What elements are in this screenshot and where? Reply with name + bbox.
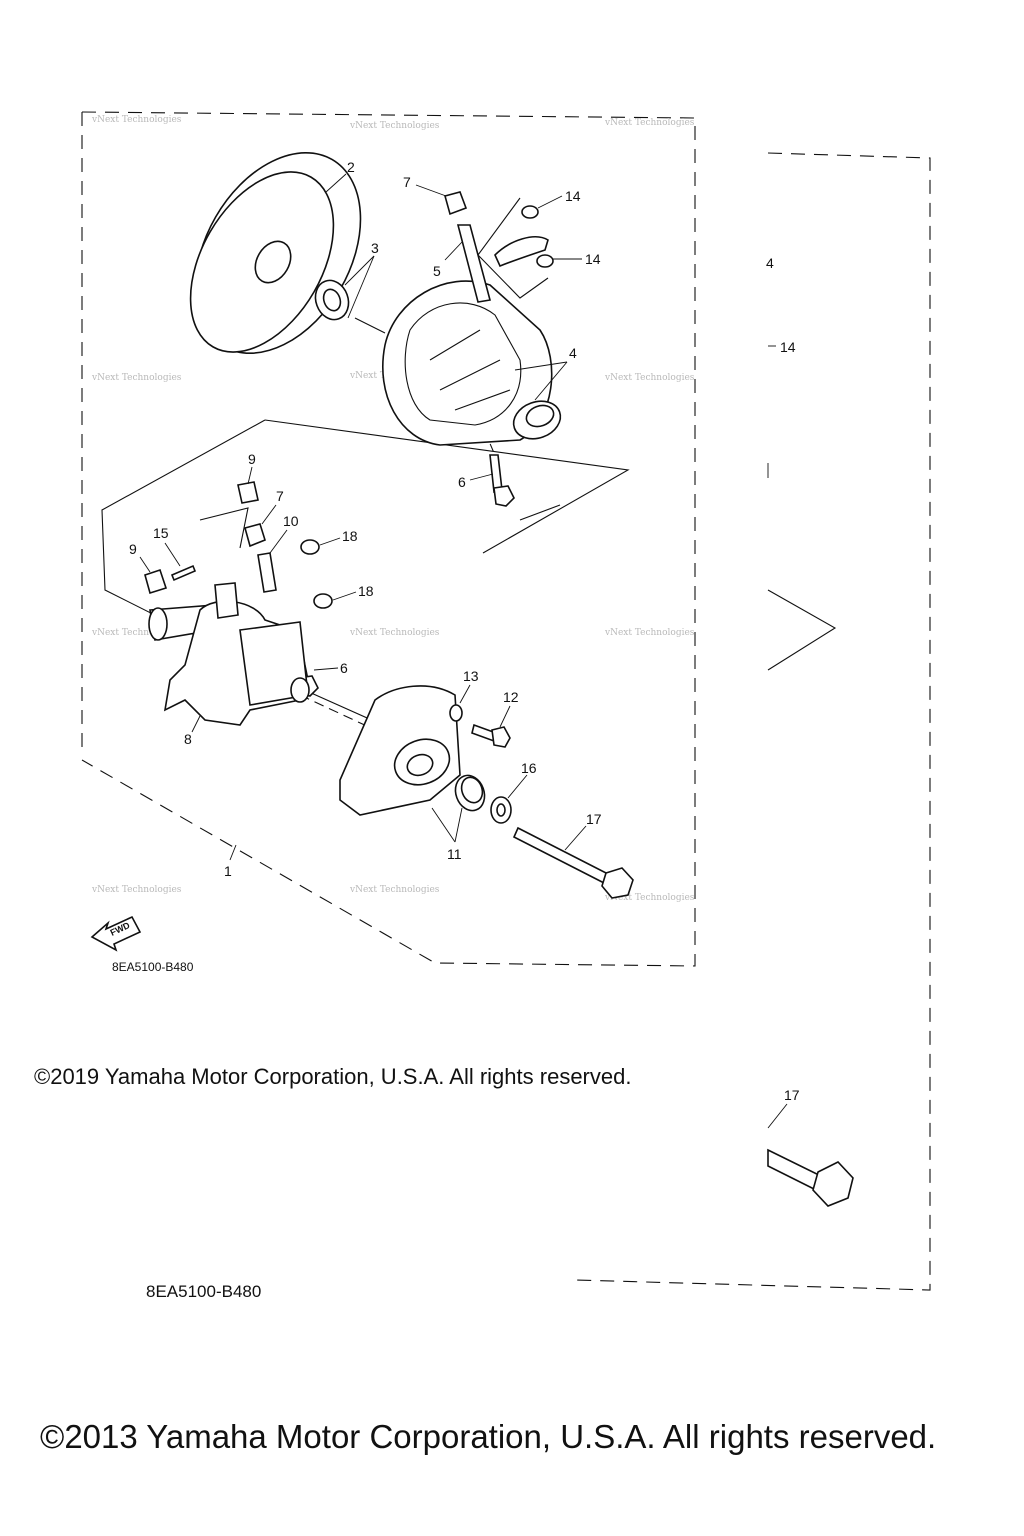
part-10-pin [257,552,277,593]
part-17-bolt [512,826,634,899]
callout-3: 3 [371,240,379,256]
watermark: vNext Technologies [604,893,695,903]
part-14-washers [494,205,554,268]
callout-8: 8 [184,731,192,747]
part-3-bushing [314,279,350,321]
callout-17: 17 [586,811,602,827]
watermark: vNext Technologies [91,885,182,895]
part-16-washer [490,796,512,824]
watermarks: vNext Technologies vNext Technologies vN… [91,115,695,903]
outer-callout-14: 14 [780,339,796,355]
part-15-pin [170,564,197,582]
callout-7-top: 7 [403,174,411,190]
callout-7-mid: 7 [276,488,284,504]
part-18-washers [300,539,333,609]
inner-frame [81,111,696,967]
part-12-bolt [471,723,511,748]
callouts: 1 2 3 4 5 6 6 7 7 8 9 9 10 11 12 13 [129,159,602,879]
watermark: vNext Technologies [604,118,695,128]
outer-diagram-code: 8EA5100-B480 [146,1282,261,1301]
outer-callout-4: 4 [766,255,774,271]
callout-9-top: 9 [248,451,256,467]
callout-11: 11 [447,846,462,862]
part-11-cover [339,685,486,816]
callout-15: 15 [153,525,169,541]
callout-9-left: 9 [129,541,137,557]
watermark: vNext Technologies [91,115,182,125]
watermark: vNext Technologies [349,628,440,638]
watermark: vNext Technologies [91,373,182,383]
fwd-arrow-icon: FWD [90,915,142,952]
part-8-spider [148,582,310,726]
callout-14-mid: 14 [585,251,601,267]
part-7-cap-mid [244,523,266,548]
inner-diagram-code: 8EA5100-B480 [112,960,194,974]
part-7-cap-top [444,191,468,216]
callout-6-top: 6 [458,474,466,490]
callout-12: 12 [503,689,519,705]
part-5-pin [456,224,491,303]
watermark: vNext Technologies [349,121,440,131]
callout-18-top: 18 [342,528,358,544]
callout-10: 10 [283,513,299,529]
watermark: vNext Technologies [349,885,440,895]
part-13-washer [449,704,463,722]
copyright-2013: ©2013 Yamaha Motor Corporation, U.S.A. A… [40,1418,937,1455]
callout-13: 13 [463,668,479,684]
part-9-slider-top [237,481,259,504]
watermark: vNext Technologies [604,373,695,383]
copyright-2019: ©2019 Yamaha Motor Corporation, U.S.A. A… [34,1064,632,1089]
callout-1: 1 [224,863,232,879]
outer-callout-17: 17 [784,1087,800,1103]
callout-4: 4 [569,345,577,361]
part-9-slider-left [144,568,168,595]
watermark: vNext Technologies [91,628,182,638]
callout-5: 5 [433,263,441,279]
callout-16: 16 [521,760,537,776]
callout-6-mid: 6 [340,660,348,676]
watermark: vNext Technologies [604,628,695,638]
part-4-housing [382,280,562,446]
callout-2: 2 [347,159,355,175]
callout-14-top: 14 [565,188,581,204]
part-2-sheave [189,151,362,355]
outer-frame: 4 14 17 8EA5100-B480 [146,152,931,1301]
part-6-bolt-top [489,454,515,507]
callout-18-mid: 18 [358,583,374,599]
